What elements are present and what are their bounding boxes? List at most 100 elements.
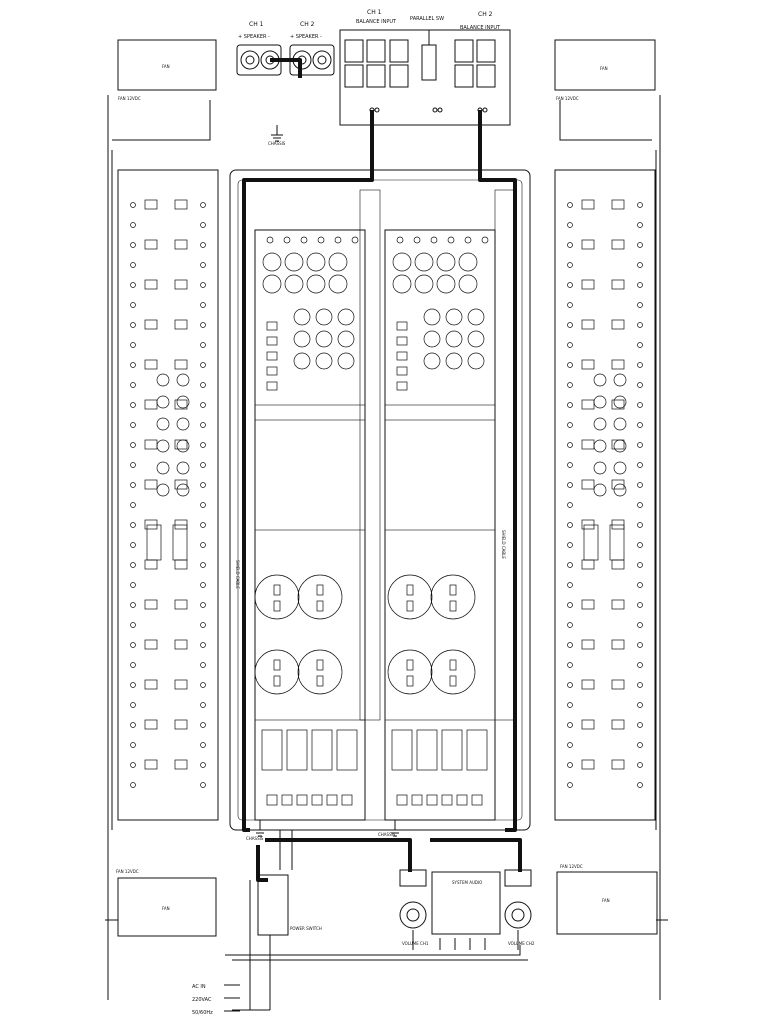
- reservoir-capacitor: [430, 574, 476, 620]
- relay: [286, 729, 308, 771]
- chassis-label-mid: CHASSIS: [246, 836, 264, 841]
- shield-cable-label-right: SHIELD CABLE: [501, 530, 506, 559]
- transistor: [611, 759, 625, 770]
- mounting-hole: [200, 502, 206, 508]
- mounting-hole: [200, 442, 206, 448]
- mounting-hole: [567, 722, 573, 728]
- mounting-hole: [200, 262, 206, 268]
- mounting-hole: [130, 222, 136, 228]
- mounting-hole: [637, 522, 643, 528]
- capacitor-terminal: [449, 675, 457, 687]
- mounting-hole: [130, 642, 136, 648]
- filter-capacitor: [414, 274, 434, 294]
- capacitor-terminal: [406, 659, 414, 671]
- transistor: [144, 759, 158, 770]
- capacitor: [613, 461, 627, 475]
- mounting-hole: [637, 442, 643, 448]
- capacitor-terminal: [406, 600, 414, 612]
- mounting-hole: [637, 602, 643, 608]
- filter-capacitor: [423, 352, 441, 370]
- transistor: [144, 599, 158, 610]
- filter-capacitor: [328, 252, 348, 272]
- mounting-hole: [130, 262, 136, 268]
- transistor: [581, 399, 595, 410]
- mounting-hole: [567, 682, 573, 688]
- chassis-label-right: CHASSIS: [378, 832, 396, 837]
- connector-pin: [464, 236, 472, 244]
- capacitor: [156, 395, 170, 409]
- capacitor: [613, 439, 627, 453]
- chassis-label-top: CHASSIS: [268, 141, 286, 146]
- mounting-hole: [200, 482, 206, 488]
- mounting-hole: [130, 542, 136, 548]
- terminal: [341, 794, 353, 806]
- transistor: [581, 639, 595, 650]
- fan-label-br: FAN: [602, 898, 610, 903]
- capacitor-terminal: [273, 600, 281, 612]
- transistor: [611, 679, 625, 690]
- mounting-hole: [637, 382, 643, 388]
- capacitor-terminal: [273, 584, 281, 596]
- mounting-hole: [637, 782, 643, 788]
- capacitor: [176, 417, 190, 431]
- mounting-hole: [130, 742, 136, 748]
- mounting-hole: [130, 562, 136, 568]
- mounting-hole: [130, 702, 136, 708]
- reservoir-capacitor: [254, 574, 300, 620]
- fan-label-tl: FAN: [162, 64, 170, 69]
- mounting-hole: [637, 242, 643, 248]
- fan-12vdc-label-br: FAN 12VDC: [560, 864, 583, 869]
- shield-cable-left: [242, 110, 374, 832]
- capacitor-terminal: [273, 659, 281, 671]
- mounting-hole: [200, 342, 206, 348]
- mounting-hole: [567, 282, 573, 288]
- mounting-hole: [130, 622, 136, 628]
- shield-cable-label-left: SHIELD CABLE: [235, 560, 240, 589]
- component: [266, 351, 278, 361]
- transistor: [174, 439, 188, 450]
- speaker-label-right: + SPEAKER -: [290, 34, 322, 40]
- mounting-hole: [130, 242, 136, 248]
- mounting-hole: [637, 722, 643, 728]
- mounting-hole: [637, 282, 643, 288]
- mounting-hole: [637, 342, 643, 348]
- transistor: [174, 359, 188, 370]
- capacitor: [156, 417, 170, 431]
- transistor: [581, 239, 595, 250]
- mounting-hole: [200, 282, 206, 288]
- capacitor: [593, 395, 607, 409]
- mounting-hole: [567, 522, 573, 528]
- mounting-hole: [567, 302, 573, 308]
- reservoir-capacitor: [387, 649, 433, 695]
- balance-input-panel: [339, 29, 511, 126]
- capacitor: [593, 373, 607, 387]
- control-board: [431, 871, 501, 935]
- connector-pin: [413, 236, 421, 244]
- transistor: [611, 439, 625, 450]
- transistor: [174, 279, 188, 290]
- capacitor: [613, 373, 627, 387]
- mounting-hole: [637, 542, 643, 548]
- terminal: [326, 794, 338, 806]
- transistor: [144, 199, 158, 210]
- mounting-hole: [130, 762, 136, 768]
- resistor-block: [583, 524, 599, 561]
- mounting-hole: [200, 202, 206, 208]
- relay: [336, 729, 358, 771]
- mounting-hole: [200, 782, 206, 788]
- terminal: [456, 794, 468, 806]
- transistor: [581, 319, 595, 330]
- volume-pot-ch2: [504, 901, 532, 929]
- transistor: [611, 399, 625, 410]
- mounting-hole: [200, 362, 206, 368]
- mounting-hole: [200, 762, 206, 768]
- mounting-hole: [130, 502, 136, 508]
- mounting-hole: [130, 382, 136, 388]
- transistor: [144, 319, 158, 330]
- transistor: [174, 719, 188, 730]
- transistor: [144, 239, 158, 250]
- filter-capacitor: [315, 308, 333, 326]
- mounting-hole: [567, 382, 573, 388]
- connector-pin: [266, 236, 274, 244]
- mounting-hole: [567, 702, 573, 708]
